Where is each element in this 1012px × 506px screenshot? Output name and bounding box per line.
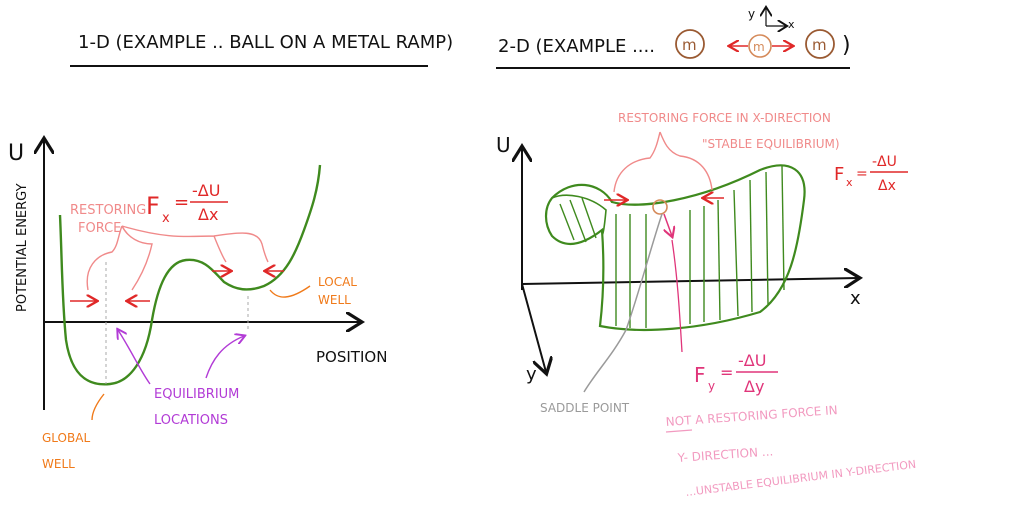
- right-title-suffix: ): [842, 33, 851, 58]
- right-x-label: x: [850, 288, 861, 309]
- right-u-label: U: [496, 133, 511, 157]
- y-force-arrow: [664, 213, 672, 236]
- eq-rx-den: Δx: [878, 178, 896, 194]
- eq-ry-num: -ΔU: [738, 351, 766, 370]
- not-restoring-line3: ...UNSTABLE EQUILIBRIUM IN Y-DIRECTION: [685, 458, 917, 499]
- eq-left-equals: =: [174, 192, 189, 213]
- mass-right-symbol: m: [812, 36, 827, 54]
- saddle-pointer: [583, 213, 663, 393]
- equilibrium-pointer-1: [118, 330, 151, 385]
- mini-axis-y-label: y: [748, 7, 755, 21]
- restoring-x-line1: RESTORING FORCE IN X-DIRECTION: [618, 111, 831, 125]
- right-title-prefix: 2-D (EXAMPLE ....: [498, 36, 655, 57]
- restoring-x-bracket: [613, 131, 713, 193]
- equation-right-x: F x = -ΔU Δx: [834, 154, 908, 194]
- eq-left-lhs: F: [146, 192, 160, 220]
- right-y-label: y: [526, 364, 537, 385]
- mass-center: [748, 34, 772, 58]
- eq-left-num: -ΔU: [192, 181, 220, 200]
- eq-left-sub: x: [162, 211, 170, 226]
- restoring-force-line2: FORCE: [78, 221, 121, 236]
- potential-curve: [58, 164, 322, 386]
- eq-ry-den: Δy: [744, 377, 764, 396]
- not-underline: [665, 429, 693, 433]
- eq-rx-num: -ΔU: [872, 154, 897, 170]
- equilibrium-pointer-2: [205, 336, 244, 379]
- saddle-label: SADDLE POINT: [540, 401, 630, 415]
- left-u-symbol: U: [8, 141, 24, 166]
- mass-center-symbol: m: [753, 40, 765, 54]
- eq-rx-lhs: F: [834, 164, 844, 185]
- restoring-force-bracket: [86, 225, 269, 291]
- equation-left: F x = -ΔU Δx: [146, 181, 228, 226]
- saddle-surface: [544, 164, 806, 332]
- mass-right: [805, 29, 835, 59]
- saddle-ball: [652, 199, 668, 215]
- right-panel: 2-D (EXAMPLE .... m m m ) y x U x y: [496, 7, 917, 499]
- not-restoring-line1: NOT A RESTORING FORCE IN: [665, 403, 838, 429]
- eq-rx-sub: x: [846, 176, 853, 189]
- mini-axis-x-label: x: [788, 18, 795, 31]
- restoring-x-line2: "STABLE EQUILIBRIUM): [702, 137, 840, 151]
- global-well-pointer: [91, 393, 105, 421]
- local-well-pointer: [269, 285, 311, 298]
- left-y-axis-label: POTENTIAL ENERGY: [15, 183, 30, 312]
- left-title: 1-D (EXAMPLE .. BALL ON A METAL RAMP): [78, 32, 453, 53]
- equation-right-y: F y = -ΔU Δy: [694, 351, 778, 396]
- eq-rx-equals: =: [856, 166, 868, 182]
- eq-ry-lhs: F: [694, 363, 706, 387]
- eq-ry-equals: =: [720, 363, 733, 382]
- y-force-pointer: [671, 239, 683, 353]
- equilibrium-line2: LOCATIONS: [154, 413, 228, 428]
- local-well-line1: LOCAL: [318, 275, 357, 289]
- mass-left: [675, 29, 705, 59]
- mass-left-symbol: m: [682, 36, 697, 54]
- local-well-line2: WELL: [318, 293, 351, 307]
- global-well-line1: GLOBAL: [42, 431, 90, 445]
- eq-left-den: Δx: [198, 205, 218, 224]
- eq-ry-sub: y: [708, 379, 715, 393]
- left-x-axis-label: POSITION: [316, 348, 387, 366]
- right-y-axis: [521, 283, 546, 372]
- restoring-force-line1: RESTORING: [70, 203, 146, 218]
- equilibrium-line1: EQUILIBRIUM: [154, 387, 239, 402]
- global-well-line2: WELL: [42, 457, 75, 471]
- left-panel: 1-D (EXAMPLE .. BALL ON A METAL RAMP) U …: [8, 32, 453, 471]
- not-restoring-line2: Y- DIRECTION ...: [676, 444, 773, 465]
